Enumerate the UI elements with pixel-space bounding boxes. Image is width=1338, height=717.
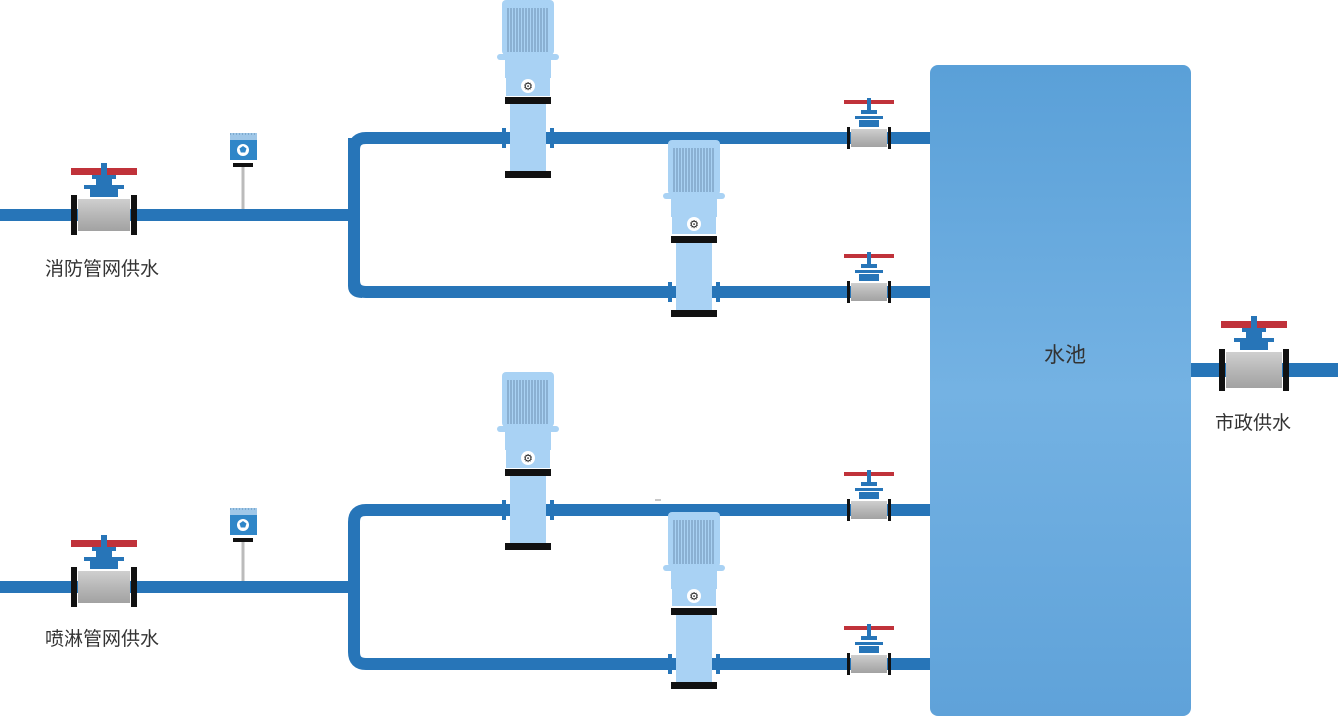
sprinkler-supply-label: 喷淋管网供水 [45, 628, 160, 650]
pump-icon: ⚙ [497, 0, 559, 178]
gate-valve-icon [71, 163, 137, 235]
pipes-fire-group [0, 132, 930, 298]
svg-text:⚙: ⚙ [689, 590, 699, 603]
pipe-marker [655, 499, 661, 501]
svg-text:⚙: ⚙ [523, 452, 533, 465]
svg-text:⚙: ⚙ [523, 80, 533, 93]
svg-text:⚙: ⚙ [689, 218, 699, 231]
water-tank [930, 65, 1191, 716]
gate-valve-icon [844, 98, 894, 149]
municipal-supply-label: 市政供水 [1215, 412, 1292, 434]
gate-valve-icon [1219, 316, 1289, 391]
fire-supply-label: 消防管网供水 [45, 258, 160, 280]
gate-valve-icon [844, 252, 894, 303]
pump-icon: ⚙ [497, 372, 559, 550]
gate-valve-icon [844, 624, 894, 675]
pump-icon: ⚙ [663, 140, 725, 317]
pump-icon: ⚙ [663, 512, 725, 689]
pipes-sprinkler-group [0, 504, 930, 670]
tank-label: 水池 [1044, 343, 1086, 367]
gate-valve-icon [844, 470, 894, 521]
pressure-sensor-icon [230, 133, 257, 209]
pressure-sensor-icon [230, 508, 257, 581]
gate-valve-icon [71, 535, 137, 607]
